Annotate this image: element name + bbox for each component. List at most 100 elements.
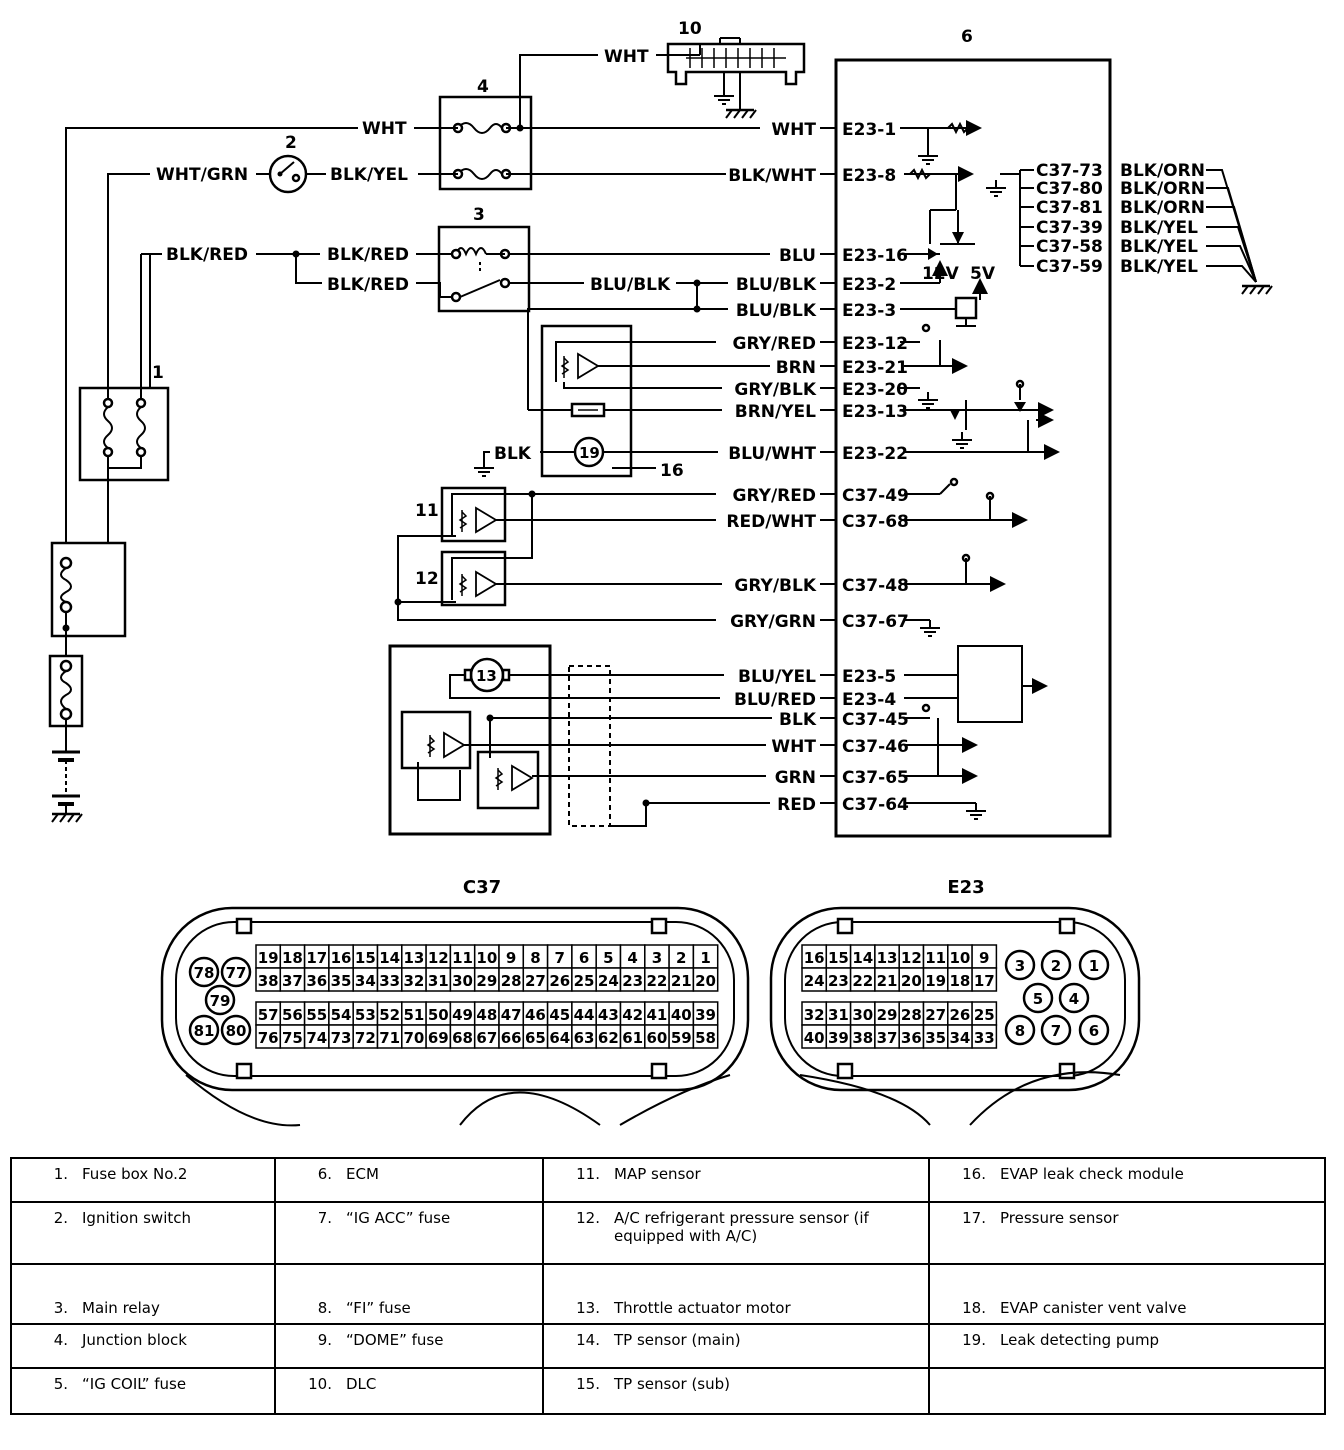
- ecm-wire: GRY/BLK: [734, 576, 816, 596]
- evap-leak-check-module: 19: [540, 324, 656, 478]
- ecm-ground-pin: C37-80: [1036, 179, 1103, 199]
- c37-circle-pin: 79: [210, 992, 231, 1010]
- wiring-diagram: 6 10 4 2 3 1 7 8 9 5 17 18 16 11 12 14 1…: [48, 19, 1274, 1127]
- pin-number: 34: [950, 1029, 971, 1047]
- pin-number: 22: [852, 972, 873, 990]
- pin-number: 67: [476, 1029, 497, 1047]
- legend-cell: 3.Main relay: [10, 1263, 276, 1325]
- ecm-wire: GRY/GRN: [730, 612, 816, 632]
- legend-cell: 11.MAP sensor: [542, 1157, 930, 1203]
- pin-number: 46: [525, 1006, 546, 1024]
- legend-text: EVAP canister vent valve: [1000, 1299, 1187, 1317]
- pin-number: 3: [652, 949, 662, 967]
- legend-text: Leak detecting pump: [1000, 1331, 1160, 1349]
- pin-number: 29: [877, 1006, 898, 1024]
- wire-relay-out: BLU/BLK: [590, 275, 671, 295]
- pin-number: 28: [901, 1006, 922, 1024]
- pin-number: 17: [306, 949, 327, 967]
- pin-number: 26: [549, 972, 570, 990]
- ecm-ground-pin: C37-73: [1036, 161, 1103, 181]
- ecm-wire: BLU: [779, 246, 816, 266]
- ecm-ground-pin: C37-81: [1036, 198, 1103, 218]
- legend-text: Fuse box No.2: [82, 1165, 188, 1183]
- legend-number: 8.: [317, 1299, 332, 1317]
- legend-text: Pressure sensor: [1000, 1209, 1119, 1227]
- c37-circle-pin: 81: [194, 1022, 215, 1040]
- legend-text: “FI” fuse: [346, 1299, 411, 1317]
- wire-relay-contact: BLK/RED: [327, 275, 409, 295]
- pin-number: 17: [974, 972, 995, 990]
- legend-number: 6.: [317, 1165, 332, 1183]
- ecm-pin: C37-46: [842, 737, 909, 757]
- voltage-12v: 12V: [922, 264, 960, 284]
- ecm-wire: BLU/WHT: [728, 444, 816, 464]
- pin-cell: [692, 1024, 719, 1049]
- pin-number: 11: [452, 949, 473, 967]
- pin-number: 27: [925, 1006, 946, 1024]
- ecm-wire: BLK: [779, 710, 817, 730]
- pin-number: 35: [331, 972, 352, 990]
- battery: [50, 719, 84, 824]
- pin-number: 9: [979, 949, 989, 967]
- legend-cell: 18.EVAP canister vent valve: [928, 1263, 1326, 1325]
- e23-circle-pin: 3: [1015, 957, 1025, 975]
- legend-number: 2.: [53, 1209, 68, 1227]
- pin-number: 44: [574, 1006, 595, 1024]
- legend-number: 19.: [962, 1331, 986, 1349]
- ecm-wire: BLU/RED: [734, 690, 816, 710]
- pin-number: 22: [647, 972, 668, 990]
- pin-number: 45: [549, 1006, 570, 1024]
- legend-text: Junction block: [82, 1331, 187, 1349]
- pin-number: 2: [676, 949, 686, 967]
- main-fuse: [48, 541, 127, 728]
- pin-number: 21: [671, 972, 692, 990]
- pin-number: 75: [282, 1029, 303, 1047]
- pin-number: 41: [647, 1006, 668, 1024]
- legend-number: 11.: [576, 1165, 600, 1183]
- legend-text: “IG ACC” fuse: [346, 1209, 451, 1227]
- pin-number: 12: [901, 949, 922, 967]
- legend-cell: 16.EVAP leak check module: [928, 1157, 1326, 1203]
- e23-circle-pin: 2: [1051, 957, 1061, 975]
- ecm-ground-wire: BLK/YEL: [1120, 218, 1198, 238]
- pin-number: 55: [306, 1006, 327, 1024]
- e23-circle-pin: 6: [1089, 1022, 1099, 1040]
- pin-number: 4: [627, 949, 637, 967]
- pin-number: 5: [603, 949, 613, 967]
- pin-number: 27: [525, 972, 546, 990]
- label-junction-block: 4: [477, 77, 489, 97]
- pin-number: 37: [877, 1029, 898, 1047]
- pin-number: 64: [549, 1029, 570, 1047]
- c37-circle-pin: 80: [226, 1022, 247, 1040]
- legend-number: 12.: [576, 1209, 600, 1227]
- label-fuse-box: 1: [152, 363, 164, 383]
- pin-number: 30: [452, 972, 473, 990]
- legend-cell: 10.DLC: [274, 1367, 544, 1415]
- legend-number: 5.: [53, 1375, 68, 1393]
- voltage-5v: 5V: [970, 264, 996, 284]
- label-evap-module: 16: [660, 461, 684, 481]
- ecm-pin: E23-1: [842, 120, 896, 140]
- legend-cell: 2.Ignition switch: [10, 1201, 276, 1265]
- pin-number: 20: [695, 972, 716, 990]
- ecm-ground-wire: BLK/ORN: [1120, 161, 1205, 181]
- pin-number: 52: [379, 1006, 400, 1024]
- pin-number: 76: [258, 1029, 279, 1047]
- ecm-wire: GRN: [775, 768, 816, 788]
- pin-number: 62: [598, 1029, 619, 1047]
- ecm-pin: C37-49: [842, 486, 909, 506]
- ecm-pin: E23-4: [842, 690, 896, 710]
- legend-number: 17.: [962, 1209, 986, 1227]
- wire-relay-coil: BLK/RED: [327, 245, 409, 265]
- pin-cell: [971, 967, 998, 992]
- pin-number: 19: [258, 949, 279, 967]
- c37-circle-pin: 78: [194, 964, 215, 982]
- legend-cell: 12.A/C refrigerant pressure sensor (if e…: [542, 1201, 930, 1265]
- pin-number: 43: [598, 1006, 619, 1024]
